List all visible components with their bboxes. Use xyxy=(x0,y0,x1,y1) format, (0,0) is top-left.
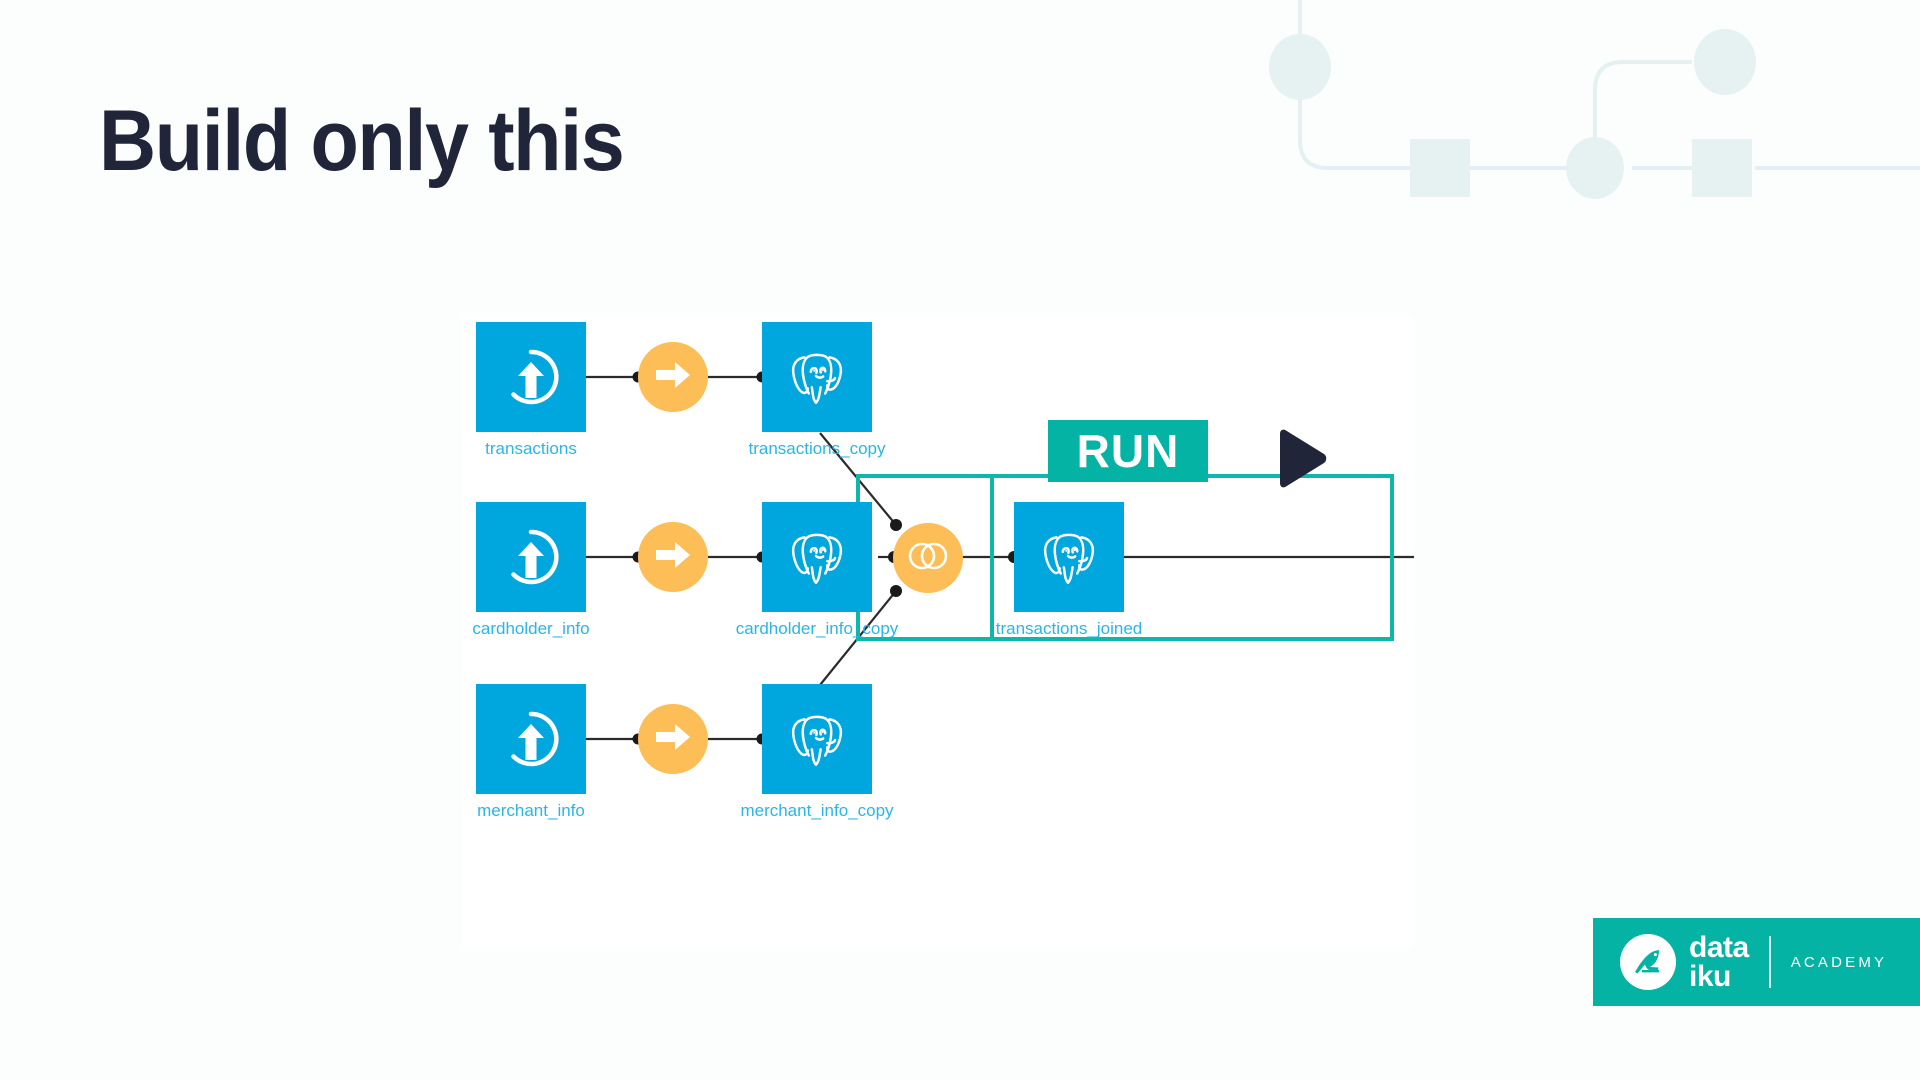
sync-arrow-icon xyxy=(651,715,695,764)
deco-circle-1 xyxy=(1269,34,1331,100)
play-triangle-icon[interactable] xyxy=(1274,428,1330,490)
recipe-sync-merchant[interactable] xyxy=(638,704,708,774)
flow-canvas[interactable]: transactions xyxy=(462,317,1414,947)
dataset-merchant-info-label: merchant_info xyxy=(477,801,585,820)
dataset-transactions[interactable] xyxy=(476,322,586,432)
recipe-sync-transactions[interactable] xyxy=(638,342,708,412)
dataset-transactions-copy-label: transactions_copy xyxy=(748,439,886,458)
page-title: Build only this xyxy=(99,93,625,189)
run-button[interactable]: RUN xyxy=(1048,420,1208,482)
dataset-merchant-info[interactable] xyxy=(476,684,586,794)
selection-divider xyxy=(990,474,994,641)
deco-circle-3 xyxy=(1566,137,1624,199)
upload-icon xyxy=(498,706,564,772)
deco-circle-2 xyxy=(1694,29,1756,95)
dataiku-wordmark: data iku xyxy=(1689,931,1749,993)
dataset-transactions-label: transactions xyxy=(485,439,577,458)
postgresql-icon xyxy=(784,524,850,590)
recipe-sync-cardholder[interactable] xyxy=(638,522,708,592)
postgresql-icon xyxy=(784,706,850,772)
dataset-cardholder-info-label: cardholder_info xyxy=(472,619,590,638)
join-venn-icon xyxy=(904,532,952,585)
flow-pattern-decoration xyxy=(1269,0,1920,199)
dataset-cardholder-info-copy[interactable] xyxy=(762,502,872,612)
dataiku-bird-icon xyxy=(1620,934,1676,990)
dataiku-wordmark-line1: data xyxy=(1689,931,1749,964)
academy-label: ACADEMY xyxy=(1790,953,1888,971)
sync-arrow-icon xyxy=(651,353,695,402)
upload-icon xyxy=(498,344,564,410)
dataset-cardholder-info[interactable] xyxy=(476,502,586,612)
recipe-join[interactable] xyxy=(893,523,963,593)
dataset-transactions-copy[interactable] xyxy=(762,322,872,432)
deco-square-2 xyxy=(1692,139,1752,197)
deco-square-1 xyxy=(1410,139,1470,197)
dataset-cardholder-info-copy-label: cardholder_info_copy xyxy=(735,619,899,638)
sync-arrow-icon xyxy=(651,533,695,582)
dataset-transactions-joined-label: transactions_joined xyxy=(995,619,1143,638)
logo-divider xyxy=(1768,936,1771,988)
postgresql-icon xyxy=(1036,524,1102,590)
upload-icon xyxy=(498,524,564,590)
dataset-transactions-joined[interactable] xyxy=(1014,502,1124,612)
dataset-merchant-info-copy-label: merchant_info_copy xyxy=(740,801,894,820)
dataset-merchant-info-copy[interactable] xyxy=(762,684,872,794)
postgresql-icon xyxy=(784,344,850,410)
dataiku-wordmark-line2: iku xyxy=(1689,960,1731,993)
dataiku-academy-logo: data iku ACADEMY xyxy=(1593,918,1920,1006)
